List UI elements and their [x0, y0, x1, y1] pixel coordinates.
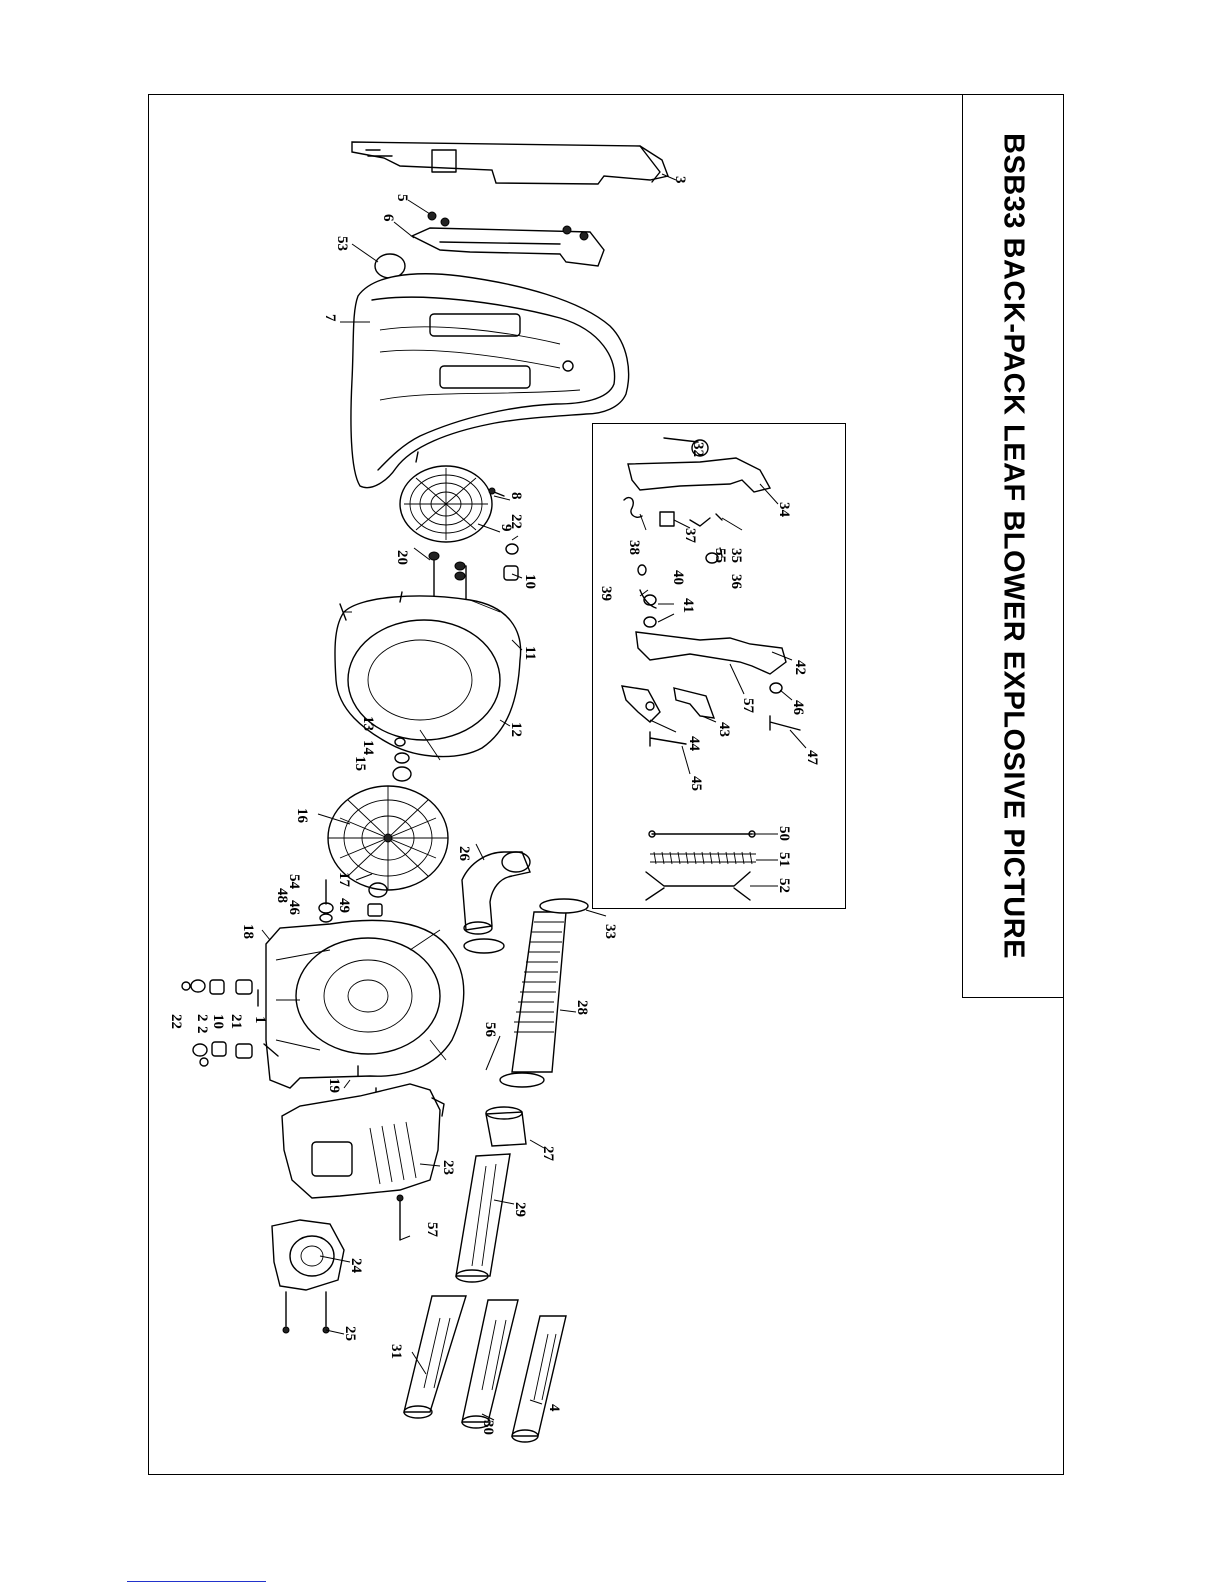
part-49-nut	[368, 904, 382, 916]
part-label: 10	[522, 574, 538, 589]
part-label: 22	[508, 514, 524, 529]
part-29-tube	[456, 1154, 510, 1282]
part-label: 47	[804, 750, 820, 766]
part-label: 50	[776, 826, 792, 841]
part-24-end-cap	[272, 1220, 344, 1290]
part-label: 15	[352, 756, 368, 771]
part-label: 46	[790, 700, 806, 716]
part-label: 29	[512, 1202, 528, 1217]
part-label: 40	[670, 570, 686, 585]
part-label: 4	[546, 1404, 562, 1412]
part-12-fan-housing	[335, 592, 521, 760]
part-label: 2	[194, 1026, 210, 1034]
part-label: 20	[394, 550, 410, 565]
part-46-washer-inset	[770, 683, 782, 693]
part-9-intake-grille	[400, 466, 492, 542]
part-label: 2	[194, 1014, 210, 1022]
part-33-flange	[540, 899, 588, 913]
part-label: 22	[168, 1014, 184, 1029]
part-4-nozzle	[512, 1316, 566, 1442]
part-52-cable-bracket	[646, 872, 750, 900]
part-label: 36	[728, 574, 744, 590]
part-label: 1	[252, 1016, 268, 1024]
part-label: 49	[336, 898, 352, 913]
part-10-spacer	[504, 566, 518, 580]
part-label: 42	[792, 660, 808, 675]
part-label: 6	[380, 214, 396, 222]
part-label: 27	[540, 1146, 556, 1162]
part-3-strap-plate	[352, 142, 668, 184]
part-label: 16	[294, 808, 310, 824]
part-label: 51	[776, 852, 792, 867]
part-label: 19	[326, 1078, 342, 1093]
part-30-nozzle	[462, 1300, 518, 1428]
part-18-scroll-housing	[266, 920, 464, 1088]
part-label: 25	[342, 1326, 358, 1341]
part-31-nozzle	[404, 1296, 466, 1418]
part-39-40-41-55-springs	[638, 553, 718, 627]
part-42-handle-half	[636, 632, 786, 674]
part-label: 10	[210, 1014, 226, 1029]
part-label: 48	[274, 888, 290, 903]
part-27-collar	[486, 1107, 526, 1146]
part-label: 14	[360, 740, 376, 756]
part-label: 13	[360, 716, 376, 731]
part-43-44-triggers	[622, 686, 714, 722]
part-label: 57	[740, 698, 756, 714]
part-label: 57	[424, 1222, 440, 1238]
part-label: 5	[394, 194, 410, 202]
part-label: 53	[334, 236, 350, 251]
part-label: 45	[688, 776, 704, 791]
part-label: 39	[598, 586, 614, 601]
part-label: 43	[716, 722, 732, 737]
part-label: 35	[728, 548, 744, 563]
part-label: 12	[508, 722, 524, 737]
part-label: 17	[336, 872, 352, 888]
part-label: 3	[672, 176, 688, 184]
part-label: 33	[602, 924, 618, 939]
part-6-pad	[412, 228, 604, 266]
part-label: 18	[240, 924, 256, 939]
part-label: 54	[286, 874, 302, 890]
part-51-spring	[650, 852, 756, 864]
part-label: 56	[482, 1022, 498, 1038]
part-50-rod	[649, 831, 755, 837]
part-label: 7	[322, 314, 338, 322]
part-46-48-54-hardware	[319, 880, 333, 922]
part-label: 28	[574, 1000, 590, 1015]
part-label: 55	[712, 548, 728, 563]
part-25-screws	[283, 1292, 329, 1333]
part-label: 11	[522, 646, 538, 660]
part-label: 38	[626, 540, 642, 555]
part-label: 30	[480, 1420, 496, 1435]
part-53-ring	[375, 254, 405, 278]
part-label: 21	[228, 1014, 244, 1029]
part-label: 41	[680, 598, 696, 613]
part-34-handle-half	[628, 458, 770, 492]
part-label: 23	[440, 1160, 456, 1175]
part-28-flex-hose	[512, 912, 566, 1072]
part-label: 44	[686, 736, 702, 752]
part-label: 26	[456, 846, 472, 862]
part-label: 52	[776, 878, 792, 893]
part-label: 34	[776, 502, 792, 518]
part-57-screw-lower	[397, 1195, 403, 1240]
part-label: 37	[682, 528, 698, 544]
part-26-elbow-tube	[462, 852, 530, 934]
footer-link-underline[interactable]	[127, 1581, 266, 1582]
part-label: 8	[508, 492, 524, 500]
part-7-back-frame	[351, 274, 629, 488]
part-label: 31	[388, 1344, 404, 1359]
part-22-washer	[506, 544, 518, 554]
part-label: 24	[348, 1258, 364, 1274]
part-23-engine-cover	[282, 1084, 444, 1198]
part-label: 32	[690, 442, 706, 457]
